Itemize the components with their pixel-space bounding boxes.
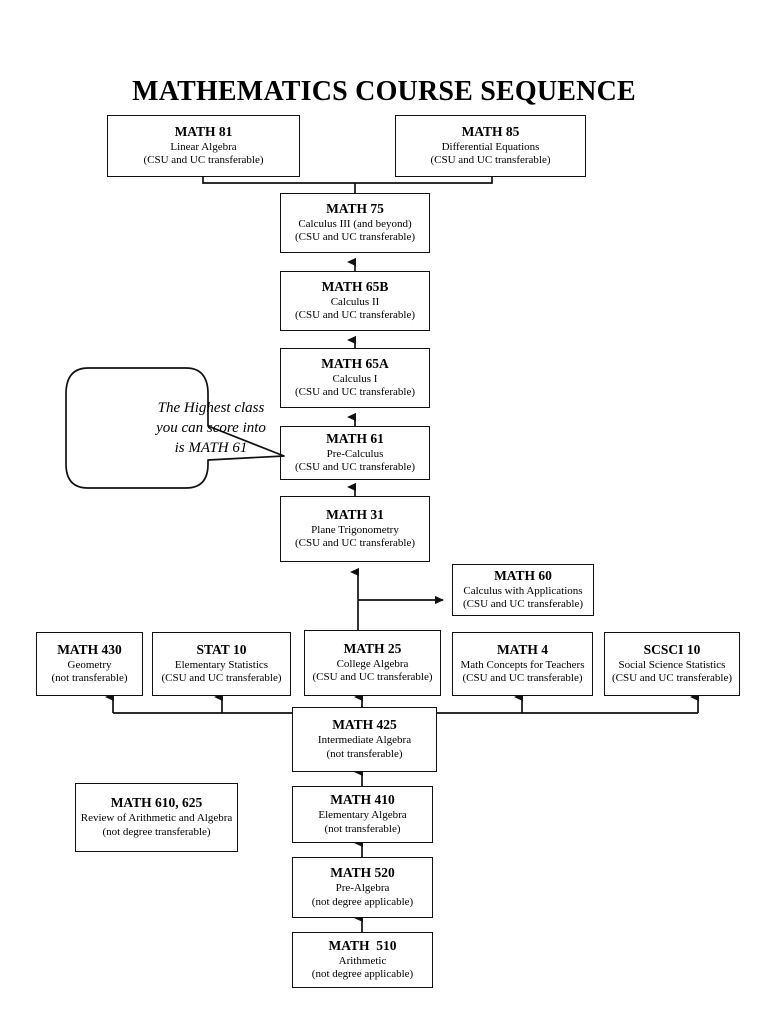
course-note: (CSU and UC transferable): [161, 672, 282, 685]
course-code: MATH 520: [330, 865, 395, 881]
course-note: (not degree transferable): [102, 825, 211, 838]
node-math-410[interactable]: MATH 410 Elementary Algebra (not transfe…: [292, 786, 433, 843]
course-note: (CSU and UC transferable): [312, 671, 433, 684]
course-code: MATH 410: [330, 792, 395, 808]
node-math-65b[interactable]: MATH 65B Calculus II (CSU and UC transfe…: [280, 271, 430, 331]
course-code: MATH 31: [326, 506, 384, 522]
course-name: Calculus II: [330, 295, 380, 308]
course-note: (not degree applicable): [311, 895, 414, 908]
course-code: MATH 61: [326, 430, 384, 446]
node-math-31[interactable]: MATH 31 Plane Trigonometry (CSU and UC t…: [280, 496, 430, 562]
course-note: (not degree applicable): [311, 968, 414, 981]
course-code: MATH 60: [494, 567, 552, 583]
course-code: MATH 81: [174, 123, 233, 139]
node-math-85[interactable]: MATH 85 Differential Equations (CSU and …: [395, 115, 586, 177]
course-name: Review of Arithmetic and Algebra: [80, 812, 233, 825]
course-name: Calculus with Applications: [463, 584, 583, 597]
course-name: Arithmetic: [338, 954, 387, 967]
course-name: Plane Trigonometry: [311, 523, 399, 536]
course-note: (CSU and UC transferable): [294, 231, 416, 244]
course-code: MATH 85: [461, 123, 520, 139]
course-code: MATH 4: [496, 641, 549, 657]
node-math-610-625[interactable]: MATH 610, 625 Review of Arithmetic and A…: [75, 783, 238, 852]
course-code: MATH 425: [332, 717, 397, 733]
course-code: MATH 65A: [321, 355, 389, 371]
node-math-425[interactable]: MATH 425 Intermediate Algebra (not trans…: [292, 707, 437, 772]
course-note: (CSU and UC transferable): [462, 598, 584, 611]
course-code: MATH 510: [328, 937, 397, 953]
node-math-4[interactable]: MATH 4 Math Concepts for Teachers (CSU a…: [452, 632, 593, 696]
node-math-65a[interactable]: MATH 65A Calculus I (CSU and UC transfer…: [280, 348, 430, 408]
course-name: Intermediate Algebra: [317, 734, 412, 747]
course-name: Differential Equations: [441, 140, 540, 153]
node-math-81[interactable]: MATH 81 Linear Algebra (CSU and UC trans…: [107, 115, 300, 177]
course-note: (CSU and UC transferable): [294, 537, 416, 550]
course-note: (not transferable): [324, 822, 401, 835]
highest-class-callout: The Highest class you can score into is …: [64, 364, 364, 494]
course-note: (CSU and UC transferable): [430, 154, 551, 167]
callout-text: The Highest class you can score into is …: [156, 400, 266, 456]
course-name: Social Science Statistics: [618, 658, 726, 671]
course-name: Elementary Algebra: [318, 809, 407, 822]
course-note: (CSU and UC transferable): [294, 309, 416, 322]
edge-81-85-bus: [202, 177, 493, 184]
course-code: MATH 430: [57, 641, 122, 657]
course-name: Calculus I: [332, 372, 378, 385]
node-math-520[interactable]: MATH 520 Pre-Algebra (not degree applica…: [292, 857, 433, 918]
course-name: Pre-Calculus: [326, 447, 384, 460]
node-math-430[interactable]: MATH 430 Geometry (not transferable): [36, 632, 143, 696]
course-name: College Algebra: [336, 657, 409, 670]
course-code: MATH 65B: [321, 278, 389, 294]
course-note: (CSU and UC transferable): [294, 386, 416, 399]
callout-shape: [65, 367, 285, 489]
node-math-25[interactable]: MATH 25 College Algebra (CSU and UC tran…: [304, 630, 441, 696]
course-name: Geometry: [67, 658, 112, 671]
course-name: Elementary Statistics: [174, 658, 269, 671]
course-name: Calculus III (and beyond): [298, 217, 412, 230]
node-scsci-10[interactable]: SCSCI 10 Social Science Statistics (CSU …: [604, 632, 740, 696]
course-note: (not transferable): [51, 672, 128, 685]
node-math-60[interactable]: MATH 60 Calculus with Applications (CSU …: [452, 564, 594, 616]
page-title: MATHEMATICS COURSE SEQUENCE: [132, 76, 636, 107]
node-math-75[interactable]: MATH 75 Calculus III (and beyond) (CSU a…: [280, 193, 430, 253]
course-note: (CSU and UC transferable): [611, 672, 733, 685]
course-code: MATH 75: [326, 200, 384, 216]
course-note: (not transferable): [326, 747, 403, 760]
node-stat-10[interactable]: STAT 10 Elementary Statistics (CSU and U…: [152, 632, 291, 696]
node-math-510[interactable]: MATH 510 Arithmetic (not degree applicab…: [292, 932, 433, 988]
course-code: SCSCI 10: [643, 641, 701, 657]
course-name: Linear Algebra: [170, 140, 237, 153]
course-name: Pre-Algebra: [335, 882, 390, 895]
course-note: (CSU and UC transferable): [462, 672, 583, 685]
course-code: MATH 610, 625: [110, 795, 203, 811]
course-name: Math Concepts for Teachers: [460, 658, 585, 671]
course-note: (CSU and UC transferable): [143, 154, 264, 167]
course-code: STAT 10: [196, 641, 247, 657]
course-note: (CSU and UC transferable): [294, 461, 416, 474]
node-math-61[interactable]: MATH 61 Pre-Calculus (CSU and UC transfe…: [280, 426, 430, 480]
course-code: MATH 25: [343, 640, 402, 656]
